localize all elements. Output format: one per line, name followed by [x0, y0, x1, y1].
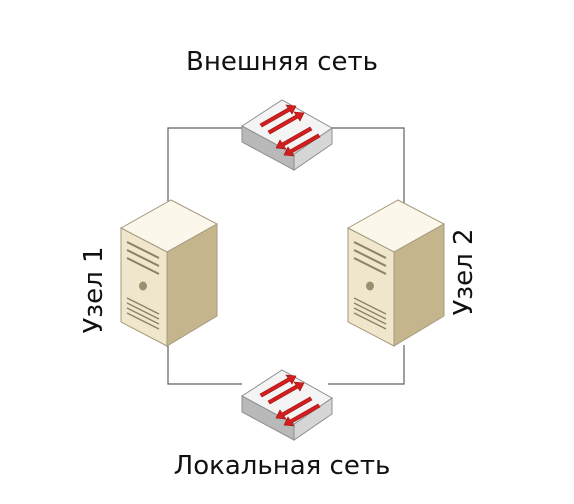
link-local-to-node-2 — [328, 345, 405, 385]
network-links — [167, 127, 405, 385]
server-icon — [347, 199, 445, 347]
node-1-server — [120, 199, 218, 347]
link-external-to-node-2 — [328, 127, 405, 210]
node-2-server — [347, 199, 445, 347]
switch-icon — [241, 99, 333, 171]
switch-icon — [241, 369, 333, 441]
node-2-label: Узел 2 — [449, 228, 479, 315]
local-network-switch — [241, 369, 333, 441]
link-local-to-node-1 — [167, 345, 242, 385]
link-external-to-node-1 — [167, 127, 242, 210]
external-network-switch — [241, 99, 333, 171]
server-icon — [120, 199, 218, 347]
local-network-label: Локальная сеть — [174, 451, 391, 481]
node-1-label: Узел 1 — [79, 246, 109, 333]
external-network-label: Внешняя сеть — [186, 47, 378, 77]
